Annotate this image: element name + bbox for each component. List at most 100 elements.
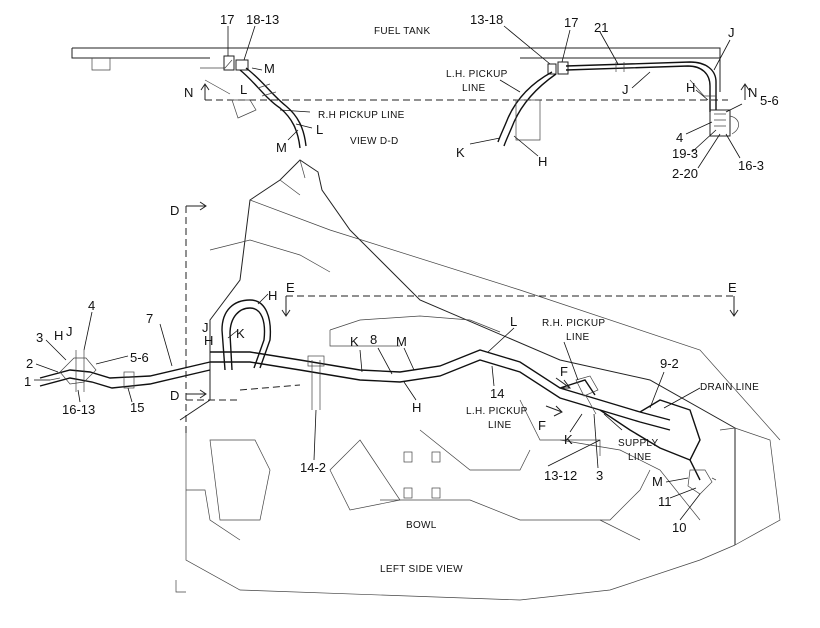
rh-pickup-clip xyxy=(257,83,277,97)
leader-17-right xyxy=(561,29,571,63)
leader-5-6 xyxy=(95,355,129,365)
pickup-h-loop xyxy=(689,79,716,97)
callout-f-bottom: F xyxy=(538,418,546,433)
bolt-1 xyxy=(403,451,413,463)
rh-pickup-bracket xyxy=(231,99,257,119)
frame-dashes xyxy=(186,384,301,401)
leader-m-top xyxy=(251,67,263,71)
leader-4 xyxy=(685,121,713,135)
fitting-f xyxy=(575,375,599,415)
callout-9-2: 9-2 xyxy=(660,356,679,371)
bowl-outline xyxy=(380,469,651,521)
leader-15 xyxy=(127,387,133,403)
callout-5-6: 5-6 xyxy=(130,350,149,365)
clamp-14-2 xyxy=(307,355,325,367)
rh-pickup-label-1: R.H. PICKUP xyxy=(542,318,605,329)
view-dd: FUEL TANK R.H PICKUP LINE L.H. PICKUP LI… xyxy=(71,12,779,181)
bolt-4 xyxy=(431,487,441,499)
section-e-arrow-right xyxy=(729,296,739,317)
pickup-clamp-21 xyxy=(615,62,625,72)
callout-m-right: M xyxy=(652,474,663,489)
leader-14 xyxy=(491,365,495,387)
leader-4 xyxy=(83,311,93,351)
leader-13-18 xyxy=(503,25,551,65)
line-14-2-pipe xyxy=(311,360,321,410)
leader-10 xyxy=(679,493,701,521)
leader-m-center xyxy=(403,347,415,371)
callout-m-top-left: M xyxy=(264,61,275,76)
rh-pickup-assembly xyxy=(223,25,313,149)
callout-3: 3 xyxy=(36,330,43,345)
lh-pickup-pipe-inner xyxy=(503,73,557,147)
line-h-k-loop xyxy=(221,299,272,371)
left-fitting-cluster xyxy=(34,311,211,403)
fitting-17-left xyxy=(223,55,235,71)
callout-1: 1 xyxy=(24,374,31,389)
leader-14-2 xyxy=(313,409,317,461)
leader-5-6 xyxy=(725,103,743,113)
leader-k-mid xyxy=(227,329,239,339)
leader-h-center xyxy=(403,381,417,401)
callout-k-mid: K xyxy=(236,326,245,341)
callout-4: 4 xyxy=(88,298,95,313)
bowl-label: BOWL xyxy=(406,520,437,531)
callout-e-right: E xyxy=(728,280,737,295)
leader-3 xyxy=(45,339,67,361)
callout-j-mid: J xyxy=(202,320,209,335)
callout-l-rh: L xyxy=(316,122,323,137)
callout-21: 21 xyxy=(594,20,608,35)
right-fitting-10-11 xyxy=(687,469,717,495)
leader-k-left xyxy=(469,137,501,145)
leader-k-right xyxy=(569,413,583,433)
callout-l-left: L xyxy=(240,82,247,97)
line-15-pipe-inner xyxy=(39,369,211,389)
leader-7 xyxy=(159,323,173,367)
callout-8: 8 xyxy=(370,332,377,347)
frame-lower-outline xyxy=(185,430,736,601)
lh-pickup-label-1: L.H. PICKUP xyxy=(466,406,528,417)
callout-h-far: H xyxy=(54,328,63,343)
callout-11: 11 xyxy=(658,494,672,509)
clamp-15 xyxy=(123,371,135,389)
main-line-upper xyxy=(210,349,671,421)
leader-m-rh xyxy=(287,129,299,141)
callout-2: 2 xyxy=(26,356,33,371)
callout-14: 14 xyxy=(490,386,504,401)
tank-lower-edge xyxy=(200,59,233,95)
fitting-17-right xyxy=(557,61,569,75)
j-pipe xyxy=(565,61,717,110)
section-d-arrow-bottom xyxy=(186,389,207,399)
callout-3-right: 3 xyxy=(596,468,603,483)
lh-pickup-assembly xyxy=(469,25,743,169)
n-arrow-right xyxy=(740,83,750,100)
callout-k-right: K xyxy=(564,432,573,447)
leader-j-top xyxy=(713,39,731,71)
frame-cutout-left xyxy=(209,439,271,521)
leader-h-left xyxy=(513,135,539,157)
leader-rh-pickup xyxy=(279,109,311,113)
leader-2 xyxy=(35,363,59,373)
leader-j-mid xyxy=(631,71,651,89)
callout-n-right: N xyxy=(748,85,757,100)
leader-m-right xyxy=(665,477,689,483)
rh-pickup-label-2: LINE xyxy=(566,332,589,343)
callout-13-12: 13-12 xyxy=(544,468,577,483)
callout-14-2: 14-2 xyxy=(300,460,326,475)
fuel-tank-outline xyxy=(71,47,721,92)
leader-8 xyxy=(377,347,393,375)
drain-line-pipe xyxy=(639,399,701,481)
leader-h-right xyxy=(695,89,709,101)
left-fitting-body xyxy=(59,357,97,385)
callout-17-left: 17 xyxy=(220,12,234,27)
callout-h-top: H xyxy=(268,288,277,303)
callout-k-left: K xyxy=(456,145,465,160)
callout-j-top: J xyxy=(728,25,735,40)
callout-n-left: N xyxy=(184,85,193,100)
section-d-arrow-top xyxy=(186,201,207,211)
lh-pickup-line-label-2: LINE xyxy=(462,83,485,94)
leader-rh-pickup xyxy=(563,341,579,381)
callout-4-right: 4 xyxy=(676,130,683,145)
callout-e-left: E xyxy=(286,280,295,295)
lh-pickup-line-label-1: L.H. PICKUP xyxy=(446,69,508,80)
rh-pickup-pipe xyxy=(239,69,301,149)
